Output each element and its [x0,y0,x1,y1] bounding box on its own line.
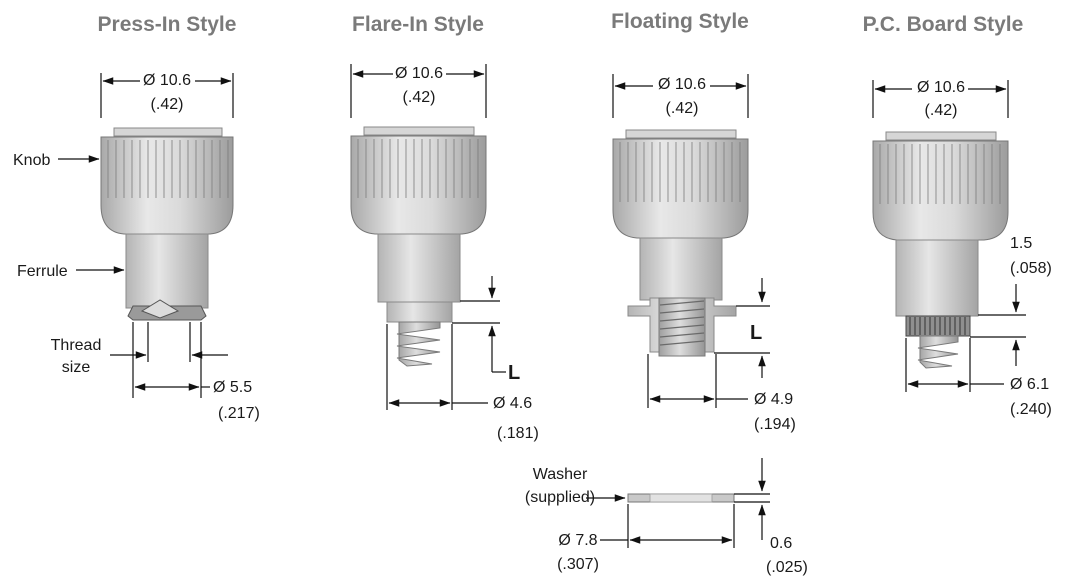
title-pc-board: P.C. Board Style [863,13,1024,36]
washer-dia-in: (.307) [557,556,599,573]
pc-board-head-dia-in: (.42) [925,102,958,119]
flare-in-mount-dia-in: (.181) [497,425,539,442]
washer-thickness: 0.6 [770,535,792,552]
label-thread: Thread [51,337,102,354]
flare-in-length-label: L [508,362,520,384]
washer: Washer (supplied) Ø 7.8 (.307) 0.6 (.025… [525,458,808,576]
press-in-knurl [107,140,229,198]
floating-head-dia: Ø 10.6 [658,76,706,93]
press-in-mount-dia-in: (.217) [218,405,260,422]
press-in-mount-dia: Ø 5.5 [213,379,252,396]
press-in-head-dia-in: (.42) [151,96,184,113]
washer-thickness-in: (.025) [766,559,808,576]
flare-in-head-dia: Ø 10.6 [395,65,443,82]
pc-board-height-in: (.058) [1010,260,1052,277]
label-thread-size: size [62,359,91,376]
floating-length-label: L [750,322,762,344]
press-in-fastener: Ø 10.6 (.42) Knob Ferrule Thread size [13,72,260,422]
title-press-in: Press-In Style [98,13,237,36]
pc-board-head-dia: Ø 10.6 [917,79,965,96]
label-ferrule: Ferrule [17,263,68,280]
pc-board-height: 1.5 [1010,235,1032,252]
floating-mount-dia: Ø 4.9 [754,391,793,408]
title-flare-in: Flare-In Style [352,13,484,36]
label-knob: Knob [13,152,50,169]
washer-dia: Ø 7.8 [558,532,597,549]
floating-head-dia-in: (.42) [666,100,699,117]
pc-board-mount-dia: Ø 6.1 [1010,376,1049,393]
title-floating: Floating Style [611,10,749,33]
press-in-head-dia: Ø 10.6 [143,72,191,89]
floating-fastener: Ø 10.6 (.42) L [612,74,796,433]
flare-in-mount-dia: Ø 4.6 [493,395,532,412]
flare-in-fastener: Ø 10.6 (.42) L Ø 4.6 (.18 [350,64,539,442]
floating-mount-dia-in: (.194) [754,416,796,433]
washer-label: Washer [533,466,588,483]
pc-board-mount-dia-in: (.240) [1010,401,1052,418]
washer-supplied-label: (supplied) [525,489,595,506]
flare-in-head-dia-in: (.42) [403,89,436,106]
pc-board-fastener: Ø 10.6 (.42) 1.5 ( [872,79,1052,418]
